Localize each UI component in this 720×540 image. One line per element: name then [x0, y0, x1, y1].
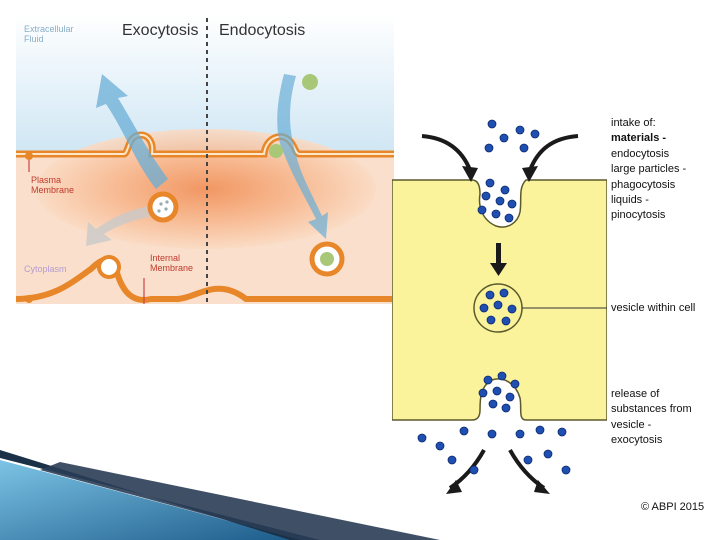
exocytosis-heading: Exocytosis — [122, 22, 199, 39]
exocytosis-arrow — [96, 74, 168, 189]
intake-line: endocytosis — [611, 147, 670, 160]
endocytosis-arrow — [277, 74, 328, 239]
intake-line: pinocytosis — [611, 209, 666, 222]
particles — [417, 119, 571, 475]
slide-corner-decoration — [0, 450, 440, 540]
extracellular-label: Extracellular Fluid — [24, 24, 74, 44]
intake-line: intake of: — [611, 117, 656, 129]
release-label: release of substances from vesicle - exo… — [611, 387, 692, 449]
intake-arrow-right — [528, 134, 579, 171]
plasma-membrane-label: Plasma Membrane — [31, 175, 74, 195]
vesicle-within-cell-label: vesicle within cell — [611, 302, 696, 314]
intake-label: intake of: materials - endocytosis large… — [611, 116, 686, 224]
extracellular-label-line2: Fluid — [24, 34, 44, 44]
intake-line: phagocytosis — [611, 178, 676, 191]
intake-arrow-left — [421, 134, 472, 171]
intake-line: large particles - — [611, 163, 687, 176]
exo-endocytosis-diagram — [16, 14, 394, 304]
endocytosis-heading: Endocytosis — [219, 22, 306, 39]
internal-label-line1: Internal — [150, 253, 181, 263]
plasma-label-line1: Plasma — [31, 175, 62, 185]
release-line: release of — [611, 388, 660, 400]
copyright-label: © ABPI 2015 — [641, 501, 705, 513]
extracellular-label-line1: Extracellular — [24, 24, 74, 34]
intake-line: materials - — [611, 132, 667, 145]
release-line: vesicle - — [611, 418, 652, 431]
internal-membrane-label: Internal Membrane — [150, 253, 193, 273]
plasma-label-line2: Membrane — [31, 185, 75, 195]
cytoplasm-label: Cytoplasm — [24, 264, 67, 274]
vesicle-exo — [147, 191, 179, 223]
intake-line: liquids - — [611, 194, 649, 207]
internal-label-line2: Membrane — [150, 263, 194, 273]
release-line: exocytosis — [611, 434, 663, 447]
abpi-vesicle-diagram — [392, 119, 607, 494]
release-line: substances from — [611, 403, 692, 416]
